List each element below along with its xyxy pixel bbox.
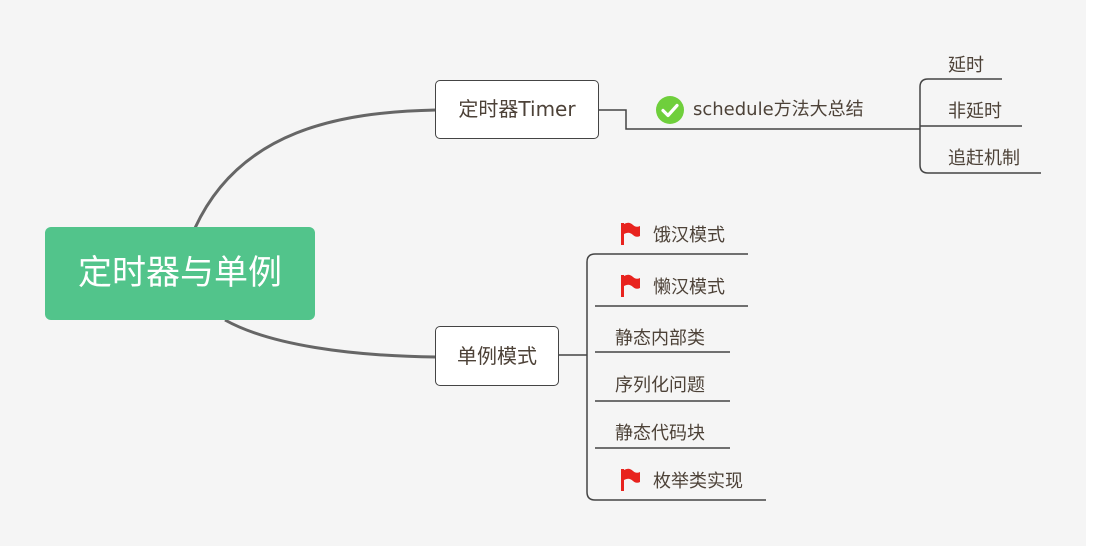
topic-singleton[interactable]: 单例模式	[435, 326, 559, 386]
flag-icon	[621, 468, 640, 491]
flag-icon	[621, 222, 640, 245]
flag-icon	[621, 274, 640, 297]
root-topic[interactable]: 定时器与单例	[45, 227, 315, 320]
connector-root-timer	[193, 108, 437, 229]
topic-schedule-item-2[interactable]: 追赶机制	[948, 148, 1020, 169]
topic-schedule-item-0[interactable]: 延时	[948, 55, 984, 76]
topic-singleton-item-3[interactable]: 序列化问题	[615, 375, 705, 396]
topic-singleton-item-0[interactable]: 饿汉模式	[653, 225, 725, 246]
topic-singleton-item-4[interactable]: 静态代码块	[615, 423, 705, 444]
connector-timer-schedule	[599, 109, 892, 130]
bracket-singleton-items	[586, 253, 596, 501]
check-icon	[656, 96, 684, 124]
topic-timer[interactable]: 定时器Timer	[435, 80, 599, 139]
topic-schedule-item-1[interactable]: 非延时	[948, 101, 1002, 122]
topic-singleton-item-5[interactable]: 枚举类实现	[653, 471, 743, 492]
topic-singleton-item-1[interactable]: 懒汉模式	[653, 277, 725, 298]
topic-singleton-item-2[interactable]: 静态内部类	[615, 328, 705, 349]
topic-schedule-summary[interactable]: schedule方法大总结	[693, 99, 864, 120]
connector-root-singleton	[224, 318, 437, 359]
